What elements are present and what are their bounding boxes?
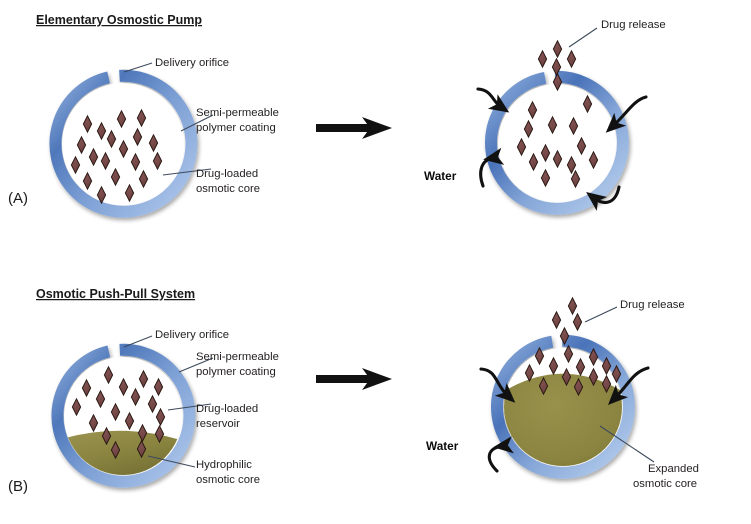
water-label: Water (424, 169, 457, 183)
panel-a-transition-arrow (316, 117, 392, 139)
panel-b-after-callouts: Drug release Water Expanded osmotic core (426, 299, 699, 490)
expanded-osmotic-core-leader (599, 425, 655, 463)
hydrophilic-core-leader (147, 455, 196, 468)
panel-b-transition-arrow (316, 368, 392, 390)
hydrophilic-core-label-line1: Hydrophilic (196, 459, 252, 471)
drug-loaded-reservoir-label-line2: reservoir (196, 418, 240, 430)
panel-a-after-device (485, 40, 629, 215)
panel-a: Elementary Osmostic Pump (A) (8, 13, 666, 218)
panel-a-before-callouts: Delivery orifice Semi-permeable polymer … (123, 57, 279, 195)
delivery-orifice-label: Delivery orifice (155, 57, 229, 69)
expanded-osmotic-core-label-line2: osmotic core (633, 478, 697, 490)
drug-release-label: Drug release (601, 19, 666, 31)
drug-release-label: Drug release (620, 299, 685, 311)
semi-permeable-coating-label-line2: polymer coating (196, 366, 276, 378)
semi-permeable-coating-label-line2: polymer coating (196, 122, 276, 134)
delivery-orifice-leader (123, 62, 153, 73)
drug-release-leader (568, 27, 598, 48)
panel-b-letter: (B) (8, 478, 28, 495)
semi-permeable-coating-leader (178, 357, 214, 373)
panel-b: Osmotic Push-Pull System (B) (8, 287, 699, 495)
hydrophilic-core-label-line2: osmotic core (196, 474, 260, 486)
panel-a-after-callouts: Drug release Water (424, 19, 666, 211)
delivery-orifice-leader (123, 335, 153, 348)
drug-loaded-core-leader (162, 168, 212, 176)
expanded-osmotic-core-label-line1: Expanded (648, 463, 699, 475)
panel-b-before-callouts: Delivery orifice Semi-permeable polymer … (123, 329, 279, 486)
panel-b-after-device (491, 297, 635, 479)
semi-permeable-membrane-ring (51, 343, 196, 488)
water-inflow-arrow-right (607, 366, 650, 406)
semi-permeable-membrane-ring (485, 70, 629, 215)
panel-a-before-device (49, 69, 198, 218)
semi-permeable-coating-label-line1: Semi-permeable (196, 351, 279, 363)
panel-a-title: Elementary Osmostic Pump (36, 13, 202, 27)
panel-a-letter: (A) (8, 190, 28, 207)
drug-loaded-reservoir-leader (167, 403, 212, 411)
semi-permeable-coating-leader (180, 114, 214, 132)
delivery-orifice-label: Delivery orifice (155, 329, 229, 341)
expanded-osmotic-core-region (504, 373, 622, 466)
drug-loaded-osmotic-core-region (498, 84, 616, 202)
water-inflow-arrow-lower-left (479, 147, 505, 188)
water-inflow-arrow-lower-left (487, 436, 514, 473)
water-inflow-arrow-left (479, 367, 516, 403)
water-inflow-arrow-left (476, 87, 510, 113)
water-label: Water (426, 439, 459, 453)
drug-loaded-core-label-line2: osmotic core (196, 183, 260, 195)
semi-permeable-membrane-ring (49, 69, 198, 218)
water-inflow-arrow-lower-right (586, 185, 621, 211)
panel-b-title: Osmotic Push-Pull System (36, 287, 195, 301)
drug-loaded-core-label-line1: Drug-loaded (196, 168, 258, 180)
semi-permeable-coating-label-line1: Semi-permeable (196, 107, 279, 119)
water-inflow-arrow-right (605, 95, 648, 133)
panel-b-before-device (51, 343, 196, 488)
drug-loaded-reservoir-label-line1: Drug-loaded (196, 403, 258, 415)
drug-release-leader (584, 306, 618, 323)
